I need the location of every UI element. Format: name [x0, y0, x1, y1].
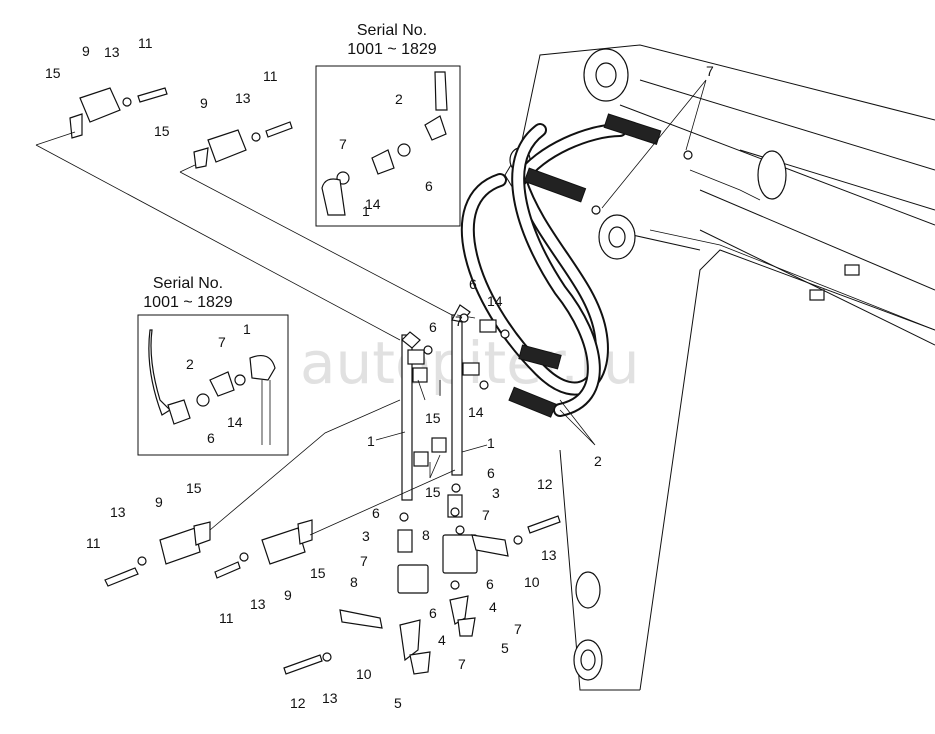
callout: 9	[284, 587, 292, 603]
callout: 7	[360, 553, 368, 569]
callout: 13	[235, 90, 251, 106]
callout: 15	[154, 123, 170, 139]
part-callouts: 9 13 11 15 9 13 11 15 2 7 6 14 1 7 1 7 2…	[45, 35, 714, 711]
callout: 15	[310, 565, 326, 581]
callout: 14	[365, 196, 381, 212]
excavator-boom	[504, 44, 935, 691]
callout: 11	[263, 68, 278, 84]
callout: 3	[492, 485, 500, 501]
callout: 7	[455, 313, 463, 329]
callout: 2	[395, 91, 403, 107]
callout: 6	[429, 319, 437, 335]
serial-label-left-line2: 1001 ~ 1829	[143, 294, 233, 311]
callout: 6	[207, 430, 215, 446]
clamp-set-bottom-left	[104, 519, 313, 587]
callout: 15	[45, 65, 61, 81]
callout: 9	[82, 43, 90, 59]
callout: 13	[541, 547, 557, 563]
callout: 14	[227, 414, 243, 430]
callout: 13	[110, 504, 126, 520]
callout: 1	[367, 433, 375, 449]
fittings	[283, 150, 693, 675]
callout: 4	[489, 599, 497, 615]
callout: 11	[219, 610, 234, 626]
callout: 14	[468, 404, 484, 420]
leader-lines	[35, 79, 707, 536]
serial-label-top-line2: 1001 ~ 1829	[347, 41, 437, 58]
serial-label-left-line1: Serial No.	[153, 275, 223, 292]
callout: 1	[487, 435, 495, 451]
serial-box-top	[315, 65, 461, 227]
callout: 14	[487, 293, 503, 309]
callout: 7	[218, 334, 226, 350]
hydraulic-hoses	[460, 113, 662, 418]
callout: 12	[537, 476, 553, 492]
callout: 6	[372, 505, 380, 521]
callout: 7	[706, 63, 714, 79]
callout: 6	[469, 276, 477, 292]
callout: 5	[394, 695, 402, 711]
callout: 8	[422, 527, 430, 543]
steel-pipes	[401, 304, 476, 501]
callout: 1	[362, 203, 370, 219]
callout: 4	[438, 632, 446, 648]
callout: 9	[155, 494, 163, 510]
callout: 12	[290, 695, 306, 711]
callout: 2	[594, 453, 602, 469]
callout: 6	[429, 605, 437, 621]
callout: 13	[322, 690, 338, 706]
callout: 10	[356, 666, 372, 682]
serial-box-left	[137, 314, 289, 456]
callout: 15	[425, 410, 441, 426]
callout: 7	[339, 136, 347, 152]
callout: 1	[243, 321, 251, 337]
callout: 15	[425, 484, 441, 500]
callout: 3	[362, 528, 370, 544]
callout: 10	[524, 574, 540, 590]
callout: 13	[250, 596, 266, 612]
callout: 8	[350, 574, 358, 590]
callout: 9	[200, 95, 208, 111]
serial-label-top-line1: Serial No.	[357, 22, 427, 39]
clamp-set-top-left	[69, 87, 293, 169]
callout: 6	[487, 465, 495, 481]
callout: 6	[486, 576, 494, 592]
callout: 13	[104, 44, 120, 60]
callout: 7	[514, 621, 522, 637]
callout: 15	[186, 480, 202, 496]
callout: 11	[86, 535, 101, 551]
callout: 5	[501, 640, 509, 656]
callout: 7	[482, 507, 490, 523]
callout: 6	[425, 178, 433, 194]
callout: 2	[186, 356, 194, 372]
callout: 11	[138, 35, 153, 51]
callout: 7	[458, 656, 466, 672]
